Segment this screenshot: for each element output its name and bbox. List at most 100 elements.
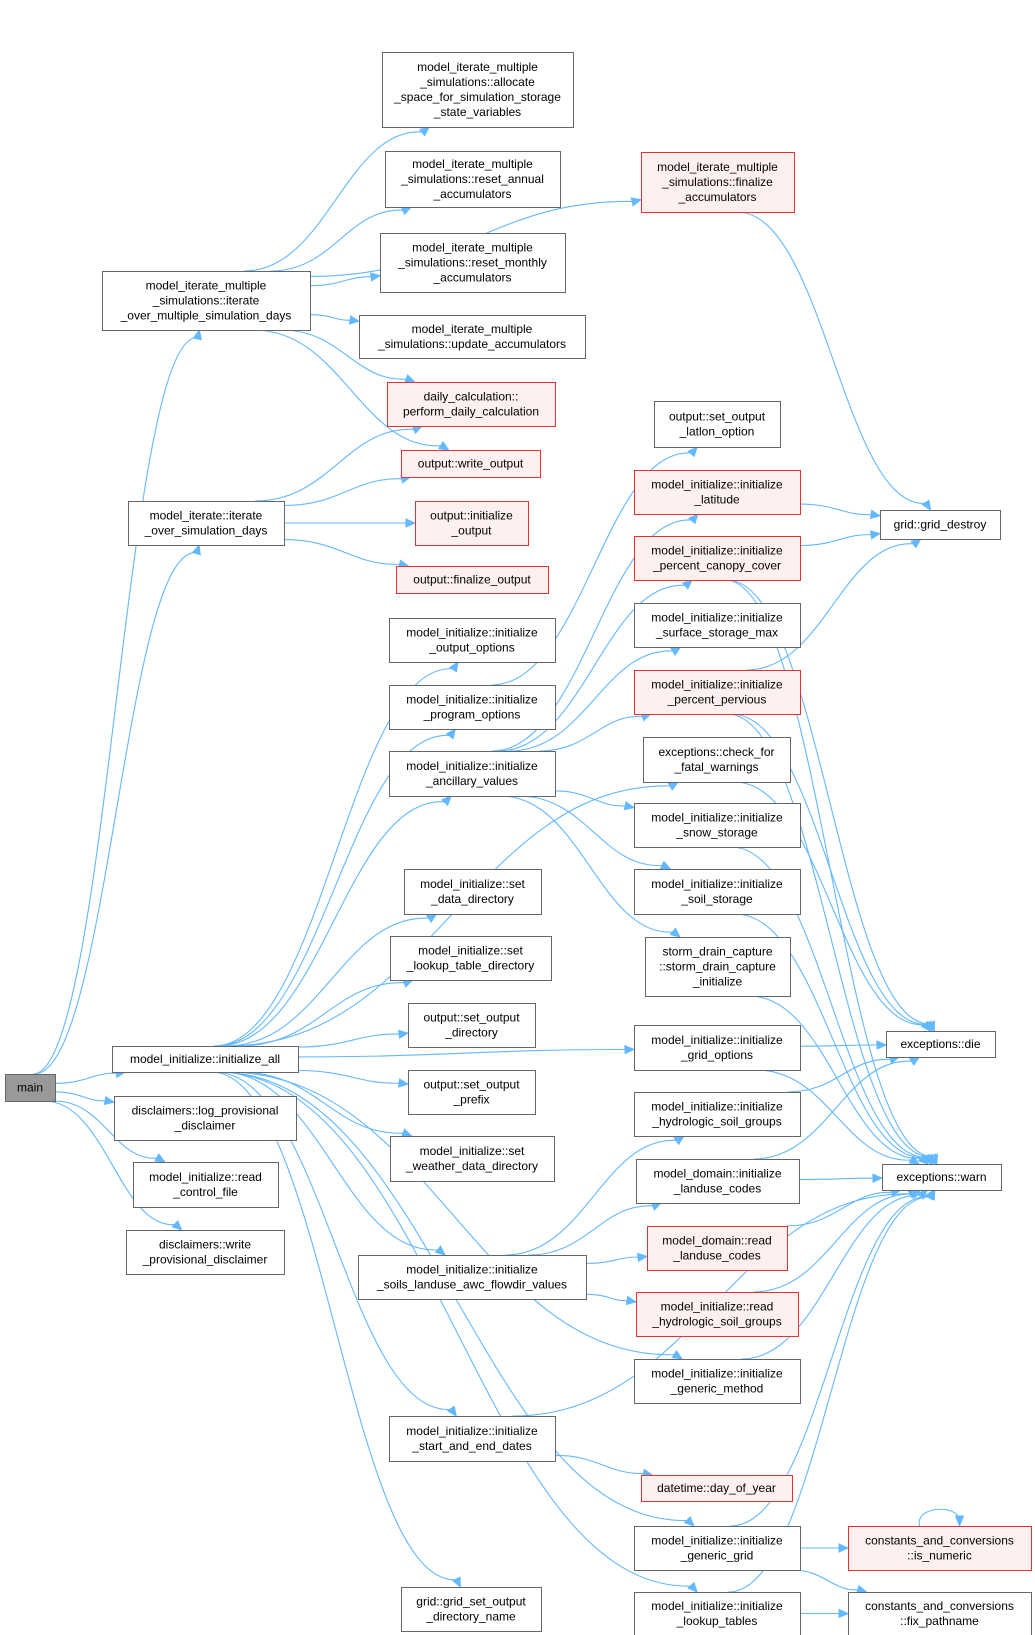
edge-iterate_sim-to-perform_daily <box>254 428 415 502</box>
node-is-numeric[interactable]: constants_and_conversions::is_numeric <box>848 1526 1032 1571</box>
edge-main-to-read_control <box>54 1100 158 1159</box>
node-update-acc[interactable]: model_iterate_multiple_simulations::upda… <box>359 315 586 359</box>
node-grid-set-output[interactable]: grid::grid_set_output_directory_name <box>401 1587 542 1632</box>
node-check-fatal[interactable]: exceptions::check_for_fatal_warnings <box>643 737 791 783</box>
node-read-landuse[interactable]: model_domain::read_landuse_codes <box>647 1226 788 1271</box>
node-label-line: ::fix_pathname <box>900 1614 979 1628</box>
node-label-line: model_initialize::initialize <box>651 1033 783 1047</box>
node-read-hydro[interactable]: model_initialize::read_hydrologic_soil_g… <box>636 1292 799 1337</box>
node-box <box>636 1292 799 1337</box>
node-label-line: model_domain::read <box>662 1234 771 1248</box>
node-set-output-prefix[interactable]: output::set_output_prefix <box>408 1070 536 1115</box>
edge-init_canopy-to-grid_destroy <box>799 534 873 547</box>
node-box <box>634 803 801 848</box>
edge-init_grid_opts-to-exc_warn <box>755 1069 913 1161</box>
node-domain-landuse[interactable]: model_domain::initialize_landuse_codes <box>636 1159 800 1204</box>
edge-read_hydro-to-exc_warn <box>753 1193 914 1293</box>
edge-init_program_opts-to-set_output_latlon <box>490 452 692 686</box>
node-init-surface[interactable]: model_initialize::initialize_surface_sto… <box>634 603 801 648</box>
node-label-line: model_iterate_multiple <box>412 241 533 255</box>
edge-init_ancillary-to-init_pervious <box>539 715 644 752</box>
node-init-soil[interactable]: model_initialize::initialize_soil_storag… <box>634 869 801 915</box>
node-main[interactable]: main <box>5 1074 56 1102</box>
arrowhead-main-to-iter_multi <box>192 328 202 341</box>
arrowhead-init_all-to-init_generic_grid <box>683 1515 695 1527</box>
node-write-output[interactable]: output::write_output <box>401 450 541 478</box>
node-grid-destroy[interactable]: grid::grid_destroy <box>880 510 1001 540</box>
node-init-soils[interactable]: model_initialize::initialize_soils_landu… <box>358 1255 587 1300</box>
node-label-line: model_initialize::read <box>149 1170 262 1184</box>
node-finalize-output[interactable]: output::finalize_output <box>396 566 549 594</box>
arrowhead-init_all-to-check_fatal <box>667 781 680 791</box>
node-day-of-year[interactable]: datetime::day_of_year <box>641 1475 793 1502</box>
node-label-line: model_initialize::initialize <box>406 626 538 640</box>
node-label-line: grid::grid_destroy <box>894 518 987 532</box>
node-set-weather-dir[interactable]: model_initialize::set_weather_data_direc… <box>390 1136 555 1182</box>
node-init-grid-opts[interactable]: model_initialize::initialize_grid_option… <box>634 1025 801 1071</box>
arrowhead-init_all-to-init_soils <box>434 1245 447 1256</box>
edge-init_ancillary-to-init_latitude <box>491 519 693 752</box>
node-init-hydro-groups[interactable]: model_initialize::initialize_hydrologic_… <box>634 1092 801 1137</box>
node-finalize-acc[interactable]: model_iterate_multiple_simulations::fina… <box>641 152 795 213</box>
node-box <box>634 536 801 581</box>
node-set-lookup-dir[interactable]: model_initialize::set_lookup_table_direc… <box>390 936 552 981</box>
node-init-lookup[interactable]: model_initialize::initialize_lookup_tabl… <box>634 1592 801 1635</box>
node-reset-monthly[interactable]: model_iterate_multiple_simulations::rese… <box>380 233 566 293</box>
node-reset-annual[interactable]: model_iterate_multiple_simulations::rese… <box>385 151 561 208</box>
node-box <box>641 1475 793 1502</box>
node-box <box>634 1359 801 1404</box>
node-label-line: _simulations::finalize <box>661 175 773 189</box>
node-set-data-dir[interactable]: model_initialize::set_data_directory <box>404 869 542 915</box>
node-label-line: _simulations::reset_monthly <box>397 256 547 270</box>
arrowhead-iterate_sim-to-init_output <box>405 518 417 528</box>
node-label-line: _surface_storage_max <box>655 626 778 640</box>
node-box <box>415 501 529 546</box>
node-init-ancillary[interactable]: model_initialize::initialize_ancillary_v… <box>389 751 556 797</box>
arrowhead-init_grid_opts-to-exc_die <box>876 1040 888 1050</box>
edge-iter_multi-to-reset_annual <box>270 209 404 272</box>
node-box <box>643 737 791 783</box>
node-label-line: exceptions::check_for <box>658 745 774 759</box>
node-set-output-dir[interactable]: output::set_output_directory <box>408 1003 536 1048</box>
node-label-line: model_iterate_multiple <box>146 279 267 293</box>
node-box <box>404 869 542 915</box>
node-alloc-space[interactable]: model_iterate_multiple_simulations::allo… <box>382 52 574 128</box>
node-iterate-sim[interactable]: model_iterate::iterate_over_simulation_d… <box>128 501 285 546</box>
edge-init_all-to-init_grid_opts <box>297 1048 627 1058</box>
node-fix-pathname[interactable]: constants_and_conversions::fix_pathname <box>848 1592 1032 1635</box>
node-iter-multi[interactable]: model_iterate_multiple_simulations::iter… <box>102 271 311 331</box>
arrowhead-iter_multi-to-alloc_space <box>418 126 431 137</box>
arrowhead-init_all-to-set_data_dir <box>425 913 438 924</box>
node-box <box>359 315 586 359</box>
node-init-latitude[interactable]: model_initialize::initialize_latitude <box>634 470 801 515</box>
node-init-dates[interactable]: model_initialize::initialize_start_and_e… <box>389 1416 556 1462</box>
node-exc-warn[interactable]: exceptions::warn <box>882 1164 1002 1191</box>
node-init-pervious[interactable]: model_initialize::initialize_percent_per… <box>634 670 801 715</box>
node-init-output-opts[interactable]: model_initialize::initialize_output_opti… <box>389 618 556 663</box>
node-label-line: storm_drain_capture <box>662 945 772 959</box>
node-storm-drain[interactable]: storm_drain_capture::storm_drain_capture… <box>645 937 791 997</box>
node-label-line: grid::grid_set_output <box>416 1595 526 1609</box>
node-log-disclaimer[interactable]: disclaimers::log_provisional_disclaimer <box>114 1096 297 1141</box>
node-perform-daily[interactable]: daily_calculation::perform_daily_calcula… <box>387 382 556 427</box>
arrowhead-finalize_acc-to-grid_destroy <box>921 499 932 512</box>
node-init-snow[interactable]: model_initialize::initialize_snow_storag… <box>634 803 801 848</box>
edge-init_all-to-init_lookup <box>216 1071 692 1587</box>
node-exc-die[interactable]: exceptions::die <box>886 1031 996 1058</box>
node-set-output-latlon[interactable]: output::set_output_latlon_option <box>654 401 781 448</box>
node-label-line: model_initialize::initialize <box>406 759 538 773</box>
node-init-output[interactable]: output::initialize_output <box>415 501 529 546</box>
node-read-control[interactable]: model_initialize::read_control_file <box>133 1162 279 1208</box>
node-init-generic-method[interactable]: model_initialize::initialize_generic_met… <box>634 1359 801 1404</box>
arrowhead-init_latitude-to-grid_destroy <box>869 509 882 520</box>
edge-init_hydro_groups-to-exc_die <box>787 1058 892 1093</box>
node-init-generic-grid[interactable]: model_initialize::initialize_generic_gri… <box>634 1526 801 1571</box>
node-init-canopy[interactable]: model_initialize::initialize_percent_can… <box>634 536 801 581</box>
node-label-line: _percent_pervious <box>667 693 767 707</box>
node-write-disclaimer[interactable]: disclaimers::write_provisional_disclaime… <box>126 1230 285 1275</box>
node-init-program-opts[interactable]: model_initialize::initialize_program_opt… <box>389 685 556 730</box>
edge-init_ancillary-to-init_canopy <box>497 584 687 752</box>
node-init-all[interactable]: model_initialize::initialize_all <box>112 1046 299 1073</box>
node-label-line: _over_multiple_simulation_days <box>120 309 292 323</box>
node-label-line: _landuse_codes <box>673 1182 761 1196</box>
